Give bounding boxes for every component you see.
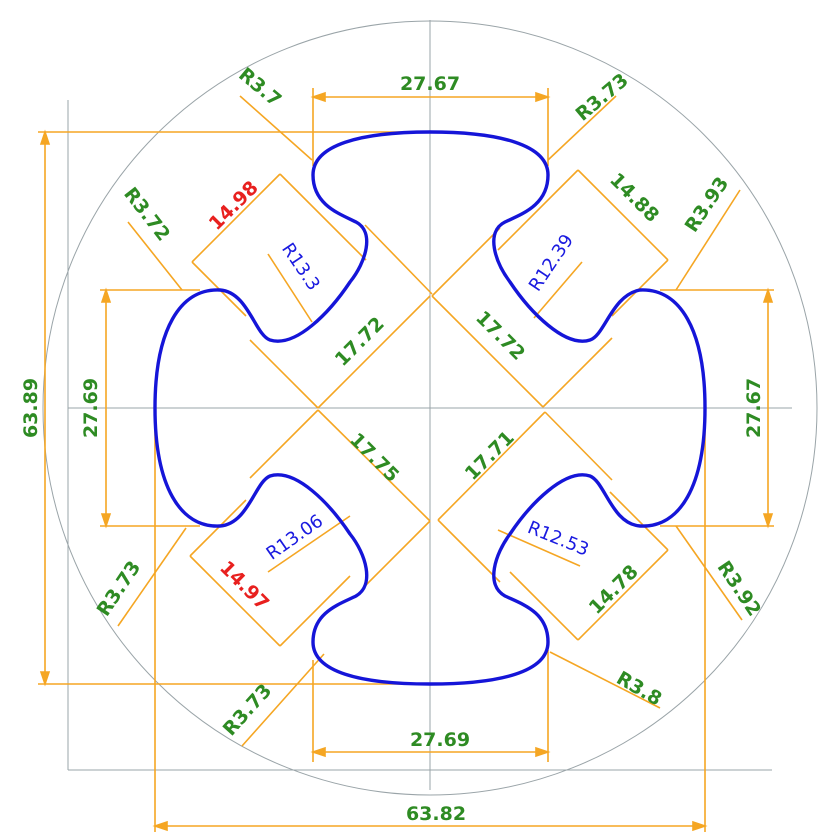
dim-right-height: 27.67: [743, 378, 765, 438]
dimension-lines: [38, 88, 774, 832]
radius-bottom-right: R3.8: [613, 667, 666, 710]
radius-right-upper: R3.93: [681, 173, 734, 236]
part-profile: [153, 130, 707, 686]
radius-pocket-lower-right: R12.53: [524, 517, 591, 560]
dim-diag-upper-right-outer: 14.88: [605, 169, 663, 227]
radius-top-left: R3.7: [234, 63, 285, 111]
radius-top-right: R3.73: [572, 69, 633, 125]
dim-diag-upper-left-inner: 17.72: [331, 313, 389, 371]
dim-diag-lower-left-outer: 14.97: [215, 557, 273, 615]
dim-diag-lower-left-inner: 17.75: [345, 429, 403, 487]
dim-top-width: 27.67: [400, 73, 460, 95]
construction-geometry: [42, 20, 818, 796]
radius-left-lower: R3.73: [93, 557, 146, 620]
dim-diag-upper-right-inner: 17.72: [471, 307, 529, 365]
radius-pocket-upper-right: R12.39: [525, 231, 578, 296]
dim-left-height: 27.69: [80, 378, 102, 438]
radius-left-upper: R3.72: [119, 183, 174, 245]
dim-bottom-width: 27.69: [410, 729, 470, 751]
radius-bottom-left: R3.73: [219, 680, 277, 740]
dim-overall-width: 63.82: [406, 803, 466, 825]
dim-overall-height: 63.89: [20, 378, 42, 438]
dim-diag-lower-right-inner: 17.71: [461, 427, 519, 485]
dim-diag-upper-left-outer: 14.98: [205, 177, 263, 235]
dim-diag-lower-right-outer: 14.78: [585, 561, 643, 619]
radius-pocket-upper-left: R13.3: [277, 239, 324, 294]
